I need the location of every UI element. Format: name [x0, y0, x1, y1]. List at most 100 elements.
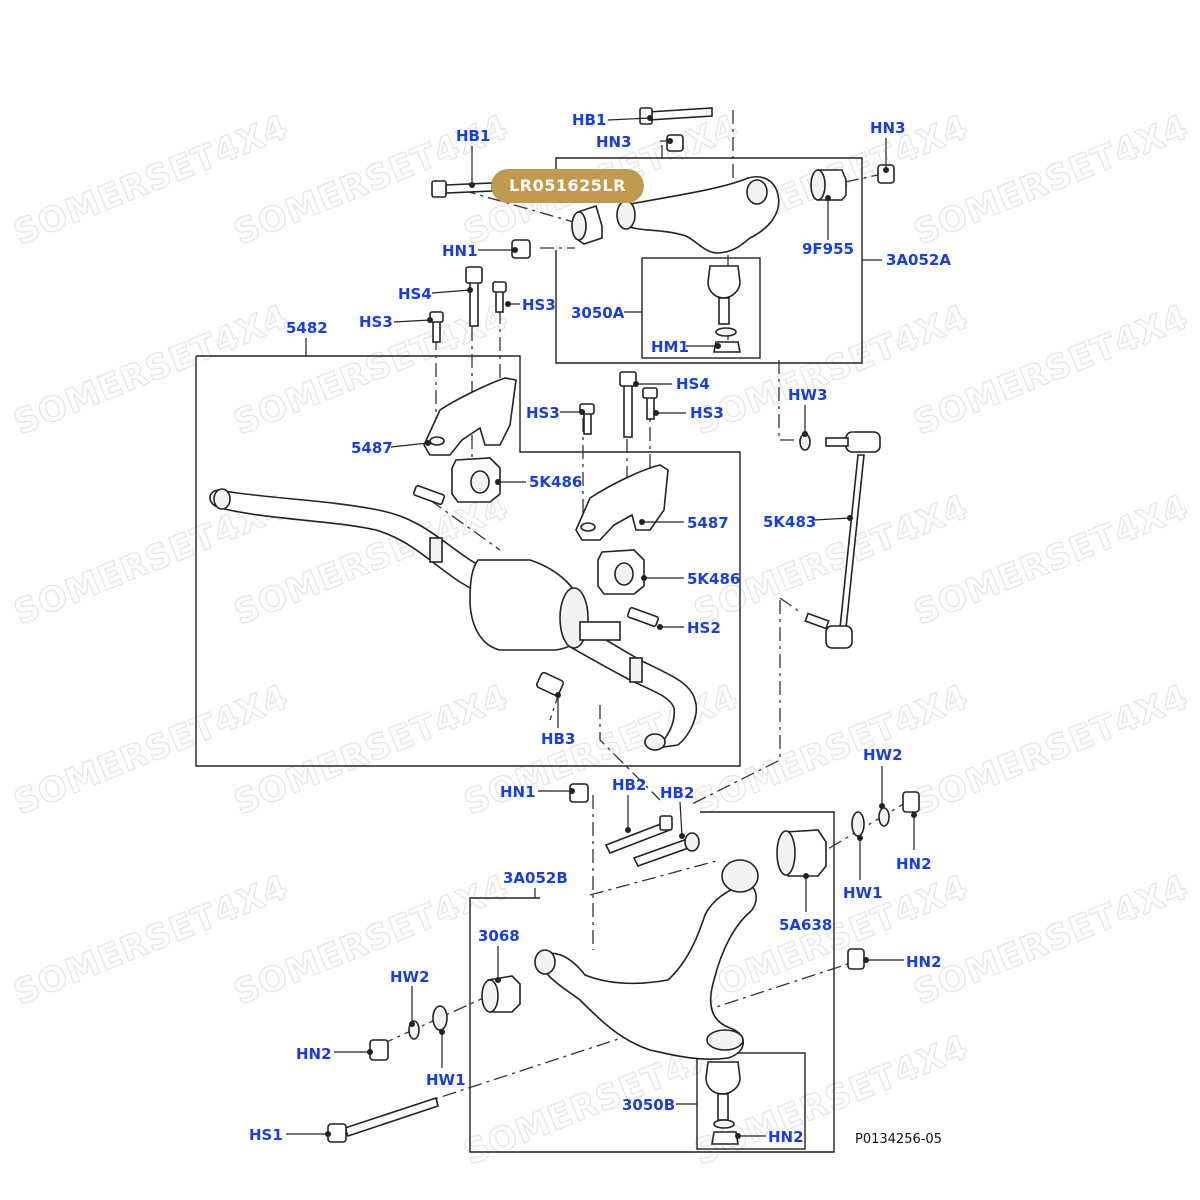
bush-5k486-left-bore — [470, 470, 490, 494]
label-hw3: HW3 — [788, 386, 828, 404]
bolt-hs3-left-a — [495, 289, 504, 313]
bracket-5487-left-hole — [429, 436, 445, 446]
label-5487-left: 5487 — [351, 439, 393, 457]
ball-joint-3050b — [705, 1061, 741, 1095]
label-hs3-left-a: HS3 — [522, 296, 556, 314]
label-hb1-top: HB1 — [572, 111, 606, 129]
label-hs3-mid-b: HS3 — [690, 404, 724, 422]
lower-arm-rear-eye — [721, 859, 759, 893]
label-hw2-left: HW2 — [390, 968, 430, 986]
label-5a638: 5A638 — [779, 916, 832, 934]
callout-labels: HB1 HN3 HB1 HN3 HN1 9F955 3A052A HS4 HS3… — [249, 111, 951, 1147]
bush-3068-face — [481, 979, 499, 1013]
ball-joint-3050a — [707, 265, 741, 299]
label-hs3-mid-a: HS3 — [526, 404, 560, 422]
bush-5a638-face — [776, 830, 796, 876]
bolt-hs4-mid — [623, 384, 633, 438]
label-hn1-upper: HN1 — [442, 242, 478, 260]
lower-control-arm — [539, 883, 757, 1060]
label-5487-right: 5487 — [687, 514, 729, 532]
ball-joint-3050b-washer — [713, 1119, 735, 1129]
label-hn3-top: HN3 — [596, 133, 632, 151]
bolt-hs4-mid-head — [619, 371, 637, 387]
nut-hn1-upper — [511, 239, 531, 259]
lower-arm-assembly — [327, 783, 920, 1145]
upper-arm-rear-eye — [746, 179, 768, 205]
ball-joint-3050a-washer — [715, 327, 737, 337]
box-3a052b — [469, 811, 835, 1153]
bolt-hs1 — [343, 1096, 439, 1138]
label-hb1-left: HB1 — [456, 127, 490, 145]
label-hn2-bottom: HN2 — [768, 1128, 804, 1146]
bolt-hb2-b-head — [684, 832, 700, 852]
bush-9f955-face — [810, 169, 826, 201]
label-5482: 5482 — [286, 319, 328, 337]
nut-hn2-right — [902, 791, 920, 813]
label-5k486-right: 5K486 — [687, 570, 740, 588]
bolt-hb2-a-head — [659, 815, 673, 831]
nut-hn2-left — [369, 1039, 389, 1061]
nut-hn2-bottom — [711, 1131, 739, 1145]
bolt-hs3-mid-a — [583, 411, 592, 435]
bar-clamp-left — [429, 537, 443, 563]
bolt-hb1-left-head — [431, 180, 447, 198]
box-3050a — [641, 257, 761, 359]
bush-5k486-right-bore — [614, 562, 634, 586]
bolt-hs3-left-a-head — [492, 281, 507, 293]
washer-hw1-left — [432, 1005, 448, 1031]
link-5k483-bottom-stud — [804, 612, 830, 630]
ball-joint-3050b-stud — [717, 1093, 729, 1121]
label-hb2-b: HB2 — [660, 784, 694, 802]
label-hs2: HS2 — [687, 619, 721, 637]
label-3050b: 3050B — [622, 1096, 675, 1114]
lower-arm-ball-seat — [706, 1029, 744, 1051]
ball-joint-3050a-stud — [718, 297, 730, 325]
label-hn1-lower: HN1 — [500, 783, 536, 801]
label-hw1-right: HW1 — [843, 884, 883, 902]
bush-5a638 — [785, 829, 827, 877]
label-hb2-a: HB2 — [612, 776, 646, 794]
label-hn3-right: HN3 — [870, 119, 906, 137]
label-9f955: 9F955 — [802, 240, 854, 258]
bolt-hb1-left — [445, 182, 493, 194]
actuator-shaft — [579, 621, 621, 641]
label-hs4-mid: HS4 — [676, 375, 710, 393]
stabilizer-bar-eye — [644, 733, 666, 751]
stabilizer-bar-end — [213, 488, 231, 510]
bolt-hs3-mid-b — [646, 396, 655, 420]
label-3068: 3068 — [478, 927, 520, 945]
bush-lr051625lr-face — [571, 211, 587, 241]
label-hs3-left-b: HS3 — [359, 313, 393, 331]
label-hb3: HB3 — [541, 730, 575, 748]
label-3a052a: 3A052A — [886, 251, 951, 269]
washer-hw1-right — [851, 811, 865, 837]
bolt-upper-pin — [412, 484, 446, 506]
label-hn2-right: HN2 — [896, 855, 932, 873]
actuator-body — [469, 559, 586, 651]
upper-control-arm — [624, 176, 780, 254]
bracket-5487-right — [575, 464, 669, 541]
bolt-hs3-mid-b-head — [642, 387, 658, 399]
label-hm1: HM1 — [651, 338, 689, 356]
upper-arm-assembly — [431, 107, 895, 353]
label-hn2-left: HN2 — [296, 1045, 332, 1063]
box-5482 — [195, 355, 741, 767]
bracket-5487-left — [423, 377, 517, 456]
bolt-hs3-left-b — [432, 319, 441, 343]
label-5k486-left: 5K486 — [529, 473, 582, 491]
leader-lines — [286, 115, 917, 1139]
nut-hn2-mid — [847, 948, 865, 970]
box-3050b — [696, 1052, 806, 1150]
label-hw2-right: HW2 — [863, 746, 903, 764]
bracket-5487-right-hole — [580, 522, 596, 532]
stabilizer-bar — [209, 489, 697, 750]
lower-arm-front-eye — [534, 949, 556, 975]
washer-hw2-right — [878, 807, 890, 827]
bar-clamp-right — [629, 657, 643, 683]
bolt-hb3 — [535, 671, 565, 697]
label-3a052b: 3A052B — [503, 869, 568, 887]
bolt-hs2 — [626, 606, 660, 628]
label-hw1-left: HW1 — [426, 1071, 466, 1089]
upper-arm-bush-eye — [616, 200, 636, 230]
